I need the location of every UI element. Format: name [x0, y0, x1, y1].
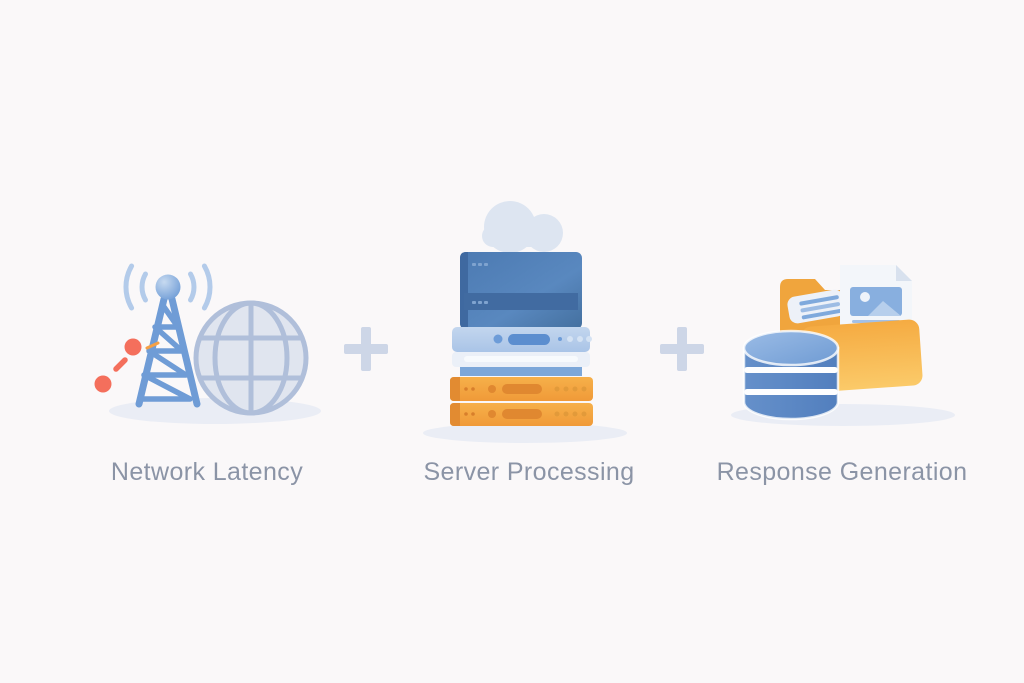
spark-icon [145, 341, 160, 350]
globe-icon [193, 300, 309, 416]
latency-dots-icon [94, 338, 142, 393]
server-unit-orange-1-icon [450, 377, 593, 401]
cloud-icon [482, 201, 563, 253]
database-icon [742, 329, 840, 421]
server-unit-white-icon [452, 352, 590, 367]
ground-shadow [423, 423, 627, 443]
paper-lines-icon [787, 289, 845, 324]
step-label-response-generation: Response Generation [716, 458, 968, 486]
step-label-server-processing: Server Processing [423, 458, 635, 486]
step-label-network-latency: Network Latency [110, 458, 304, 486]
server-unit-blue-icon [452, 327, 592, 352]
plus-icon [660, 327, 704, 371]
signal-waves-icon [123, 263, 213, 311]
server-tower-icon [460, 252, 582, 329]
server-unit-strip-icon [460, 367, 582, 376]
server-unit-orange-2-icon [450, 403, 593, 426]
plus-icon [344, 327, 388, 371]
server-stack-cloud-icon [423, 201, 627, 443]
radio-tower-icon [135, 274, 201, 408]
folder-database-document-icon [731, 265, 955, 426]
radio-tower-globe-icon [94, 263, 321, 424]
